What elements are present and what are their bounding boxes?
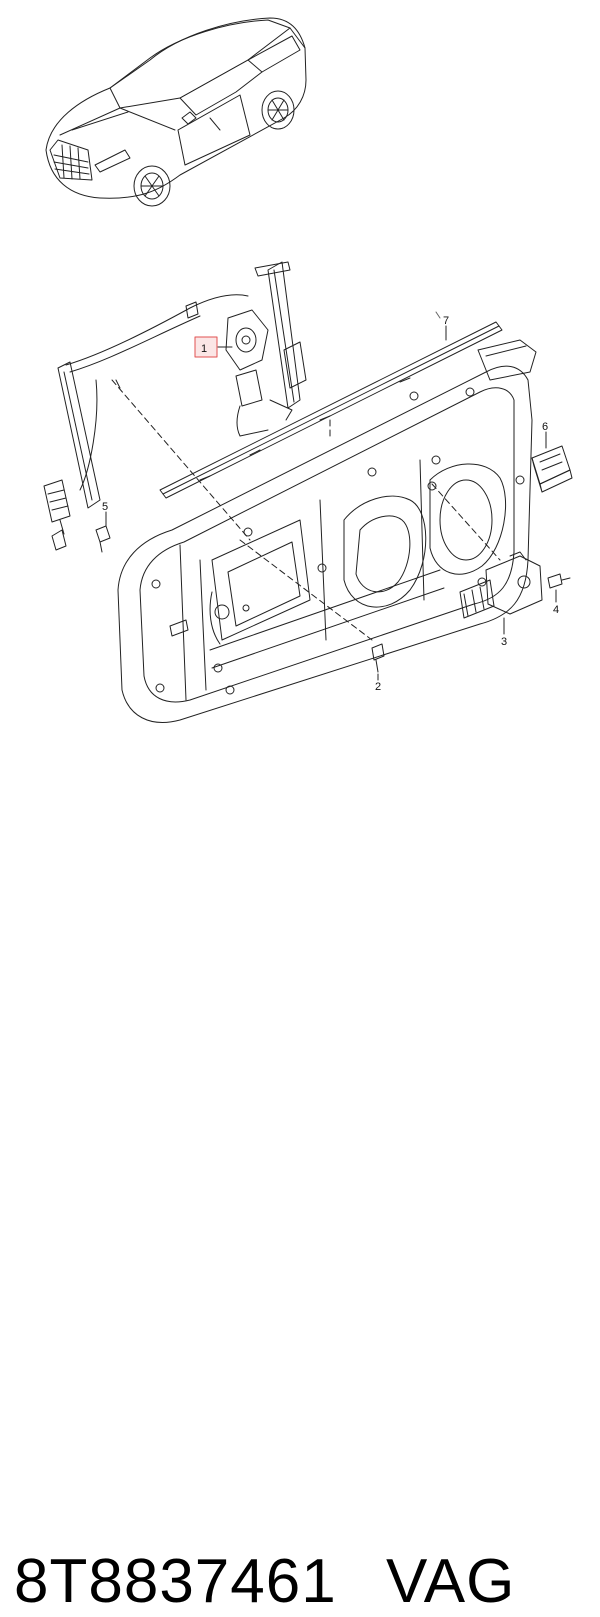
bolt-4 — [547, 573, 571, 589]
control-unit — [531, 445, 573, 493]
callout-4: 4 — [553, 604, 559, 616]
window-regulator — [43, 261, 307, 551]
bolt-5 — [95, 525, 111, 553]
callout-1-highlight — [194, 336, 218, 358]
brand-name: VAG — [386, 1547, 516, 1616]
callout-leaders — [105, 325, 557, 681]
exploded-parts-diagram: 1 2 3 4 5 6 7 — [0, 0, 600, 770]
callout-2: 2 — [375, 681, 381, 693]
callout-6: 6 — [542, 421, 548, 433]
caption-bar: 8T8837461 VAG — [0, 770, 600, 1616]
callout-1: 1 — [201, 343, 207, 355]
car-illustration — [45, 17, 307, 207]
window-seal-strip — [159, 321, 503, 499]
callout-3: 3 — [501, 636, 507, 648]
callout-7: 7 — [443, 315, 449, 327]
part-number: 8T8837461 — [14, 1547, 337, 1616]
callout-5: 5 — [102, 501, 108, 513]
door-panel — [117, 339, 537, 723]
window-motor — [459, 551, 543, 619]
dashed-leader-lines — [111, 379, 501, 641]
bolt-2 — [371, 643, 385, 673]
